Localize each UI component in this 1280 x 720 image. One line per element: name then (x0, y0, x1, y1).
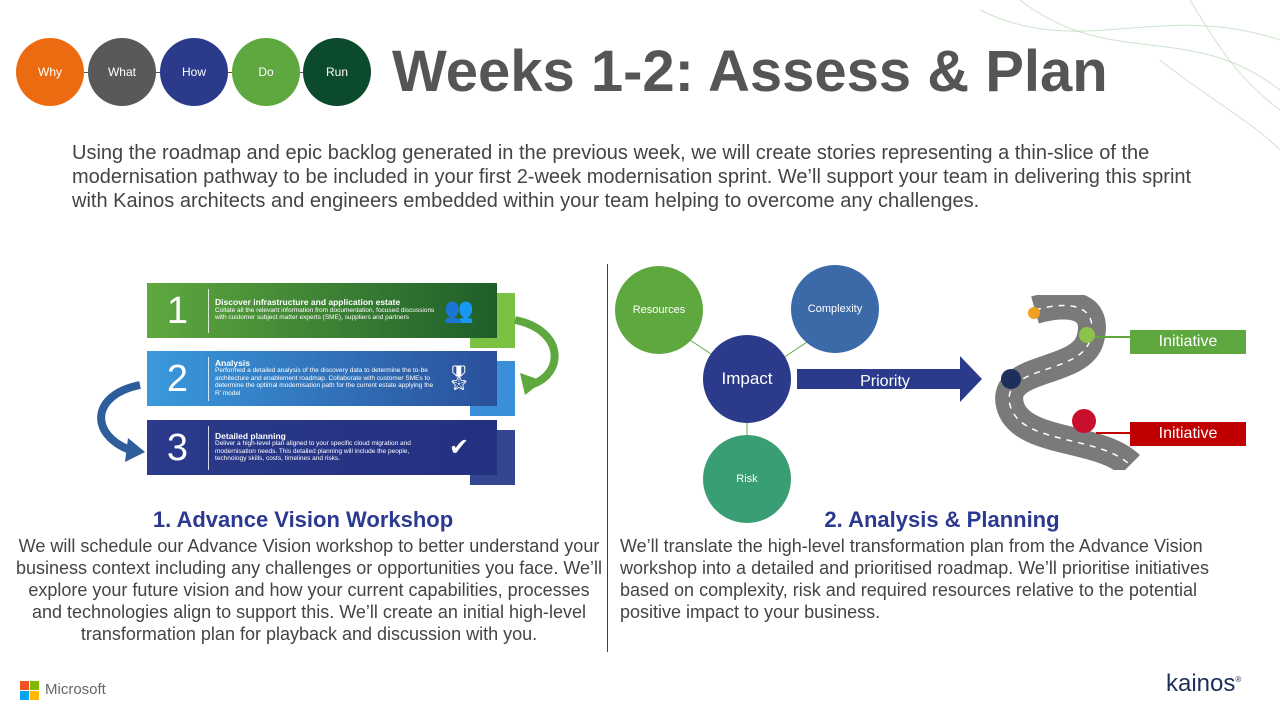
step-text: Performed a detailed analysis of the dis… (215, 367, 434, 397)
kainos-logo: kainos® (1166, 670, 1241, 698)
step-title: Detailed planning (215, 430, 286, 441)
bubble-resources: Resources (615, 266, 703, 354)
phase-do: Do (232, 38, 300, 106)
bubble-risk: Risk (703, 435, 791, 523)
microsoft-logo-icon (20, 681, 39, 700)
step-text: Deliver a high-level plan aligned to you… (215, 440, 411, 462)
microsoft-label: Microsoft (45, 681, 106, 698)
divider (607, 264, 608, 652)
people-icon: 👥 (444, 297, 474, 324)
section-1-heading: 1. Advance Vision Workshop (152, 507, 454, 532)
section-2-heading: 2. Analysis & Planning (824, 507, 1060, 532)
step-title: Analysis (215, 357, 250, 368)
initiative-red: Initiative (1130, 422, 1246, 446)
priority-label: Priority (860, 373, 910, 390)
phase-run: Run (303, 38, 371, 106)
step-number: 2 (147, 356, 209, 401)
award-ribbon-icon: 🎖 (443, 365, 475, 392)
curved-arrow-right-icon (514, 316, 559, 395)
kainos-wordmark: kainos (1166, 670, 1236, 697)
curved-arrow-left-icon (97, 381, 145, 462)
section-1-body: We will schedule our Advance Vision work… (15, 536, 602, 644)
bubble-impact: Impact (703, 335, 791, 423)
section-2-body: We’ll translate the high-level transform… (620, 536, 1209, 622)
phase-why: Why (16, 38, 84, 106)
step-number: 1 (147, 288, 209, 333)
initiative-green: Initiative (1130, 330, 1246, 354)
check-badge-icon: ✔ (448, 434, 470, 461)
step-text: Collate all the relevant information fro… (215, 306, 435, 322)
decorative-wave (979, 0, 1280, 150)
priority-arrow (797, 356, 982, 402)
phase-how: How (160, 38, 228, 106)
kainos-registered: ® (1235, 675, 1242, 684)
bubble-complexity: Complexity (791, 265, 879, 353)
page-title: Weeks 1-2: Assess & Plan (392, 39, 1108, 104)
step-title: Discover infrastructure and application … (215, 297, 401, 308)
phase-what: What (88, 38, 156, 106)
intro-text: Using the roadmap and epic backlog gener… (72, 142, 1192, 212)
road-icon (995, 295, 1140, 470)
step-number: 3 (147, 425, 209, 470)
step-1: 1 Discover infrastructure and applicatio… (147, 283, 497, 338)
